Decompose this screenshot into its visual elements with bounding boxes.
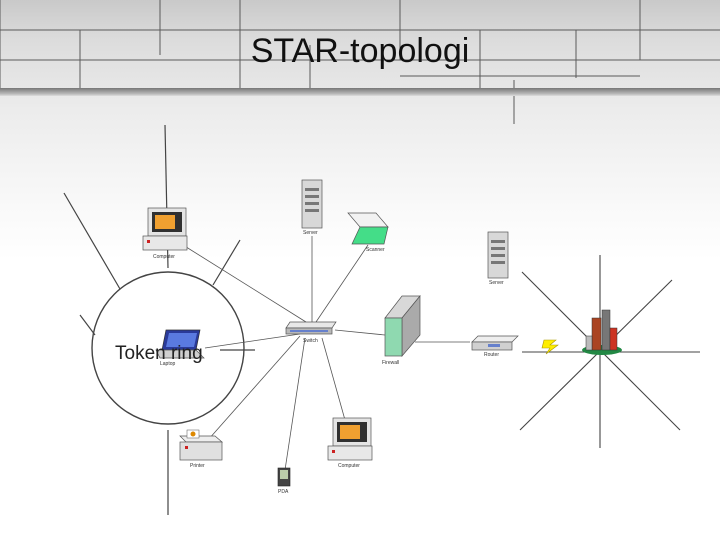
token-ring-circle bbox=[91, 271, 245, 425]
computer-top-caption: Computer bbox=[153, 254, 175, 260]
computer-top-icon bbox=[142, 207, 188, 251]
pda-icon bbox=[277, 467, 291, 487]
computer-bottom-icon bbox=[327, 417, 373, 461]
firewall-icon bbox=[384, 295, 421, 357]
server-top-caption: Server bbox=[303, 230, 318, 236]
laptop-icon bbox=[155, 329, 205, 359]
scanner-icon bbox=[347, 212, 389, 245]
scanner-caption: Scanner bbox=[366, 247, 385, 253]
star-links bbox=[174, 236, 470, 471]
switch-caption: Switch bbox=[303, 338, 318, 344]
computer-bottom-caption: Computer bbox=[338, 463, 360, 469]
lightning-icon bbox=[541, 339, 559, 355]
firewall-caption: Firewall bbox=[382, 360, 399, 366]
token-ring-label: Token ring bbox=[115, 343, 203, 364]
slide-title: STAR-topologi bbox=[250, 32, 470, 70]
printer-icon bbox=[179, 429, 223, 461]
ring-spokes bbox=[63, 124, 255, 515]
laptop-caption: Laptop bbox=[160, 361, 176, 367]
pda-caption: PDA bbox=[278, 489, 289, 495]
router-caption: Router bbox=[484, 352, 499, 358]
router-icon bbox=[471, 335, 519, 351]
server-right-caption: Server bbox=[489, 280, 504, 286]
internet-city-icon bbox=[582, 309, 622, 355]
title-bar bbox=[0, 88, 720, 96]
server-top-icon bbox=[301, 179, 323, 229]
server-right-icon bbox=[487, 231, 509, 279]
printer-caption: Printer bbox=[190, 463, 205, 469]
switch-icon bbox=[285, 321, 337, 335]
connections bbox=[63, 124, 700, 515]
